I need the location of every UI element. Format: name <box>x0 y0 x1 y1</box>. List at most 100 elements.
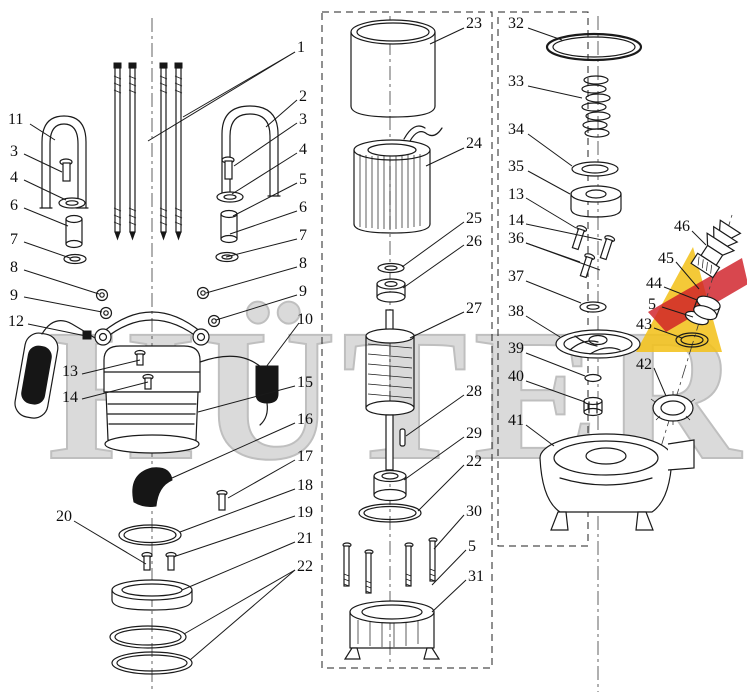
leader-line-44 <box>663 286 698 301</box>
callout-15: 15 <box>297 374 313 391</box>
part-screw <box>579 253 596 279</box>
part-mechanical-seal <box>570 185 622 218</box>
part-screw <box>59 158 73 182</box>
leader-line-11 <box>29 123 56 141</box>
part-gasket-ring <box>675 332 709 348</box>
part-outlet-adapter <box>684 295 721 326</box>
leader-line-39 <box>525 352 586 377</box>
part-cable-gland <box>132 467 173 507</box>
leader-line-35 <box>527 170 571 195</box>
callout-19: 19 <box>297 504 313 521</box>
callout-32: 32 <box>508 15 524 32</box>
leader-line-45 <box>675 261 700 290</box>
part-power-cable <box>199 355 279 426</box>
callout-5: 5 <box>299 171 307 188</box>
leader-line-22 <box>189 569 296 661</box>
part-screw <box>599 235 616 261</box>
part-o-ring <box>118 524 182 546</box>
part-pump-body <box>104 391 200 454</box>
leader-line-19 <box>175 515 296 557</box>
part-tie-bolt <box>159 62 168 241</box>
leader-line-15 <box>197 385 296 413</box>
callout-30: 30 <box>466 503 482 520</box>
part-tie-bolt <box>128 62 137 241</box>
callout-17: 17 <box>297 448 313 465</box>
callout-33: 33 <box>508 73 524 90</box>
leader-line-3 <box>23 153 63 173</box>
callout-10: 10 <box>297 311 313 328</box>
leader-line-21 <box>181 541 296 591</box>
callout-14: 14 <box>508 212 524 229</box>
part-washer <box>216 191 244 203</box>
callout-43: 43 <box>636 316 652 333</box>
part-tie-bolt <box>174 62 183 241</box>
callout-8: 8 <box>10 259 18 276</box>
part-ring-nut <box>650 391 696 425</box>
leader-line-5 <box>431 549 467 586</box>
callout-12: 12 <box>8 313 24 330</box>
callout-7: 7 <box>299 227 307 244</box>
leader-line-13 <box>81 359 141 375</box>
leader-line-9 <box>23 296 103 313</box>
part-seal-ring <box>579 301 607 313</box>
callout-31: 31 <box>468 568 484 585</box>
callout-24: 24 <box>466 135 482 152</box>
part-stator <box>353 125 443 234</box>
callout-4: 4 <box>299 141 307 158</box>
leader-line-1 <box>147 51 296 142</box>
leader-line-22 <box>417 464 465 512</box>
callout-13: 13 <box>62 363 78 380</box>
leader-line-7 <box>225 238 298 258</box>
leader-line-2 <box>265 99 298 128</box>
callout-42: 42 <box>636 356 652 373</box>
leader-line-6 <box>23 207 69 227</box>
part-tie-bolt <box>113 62 122 241</box>
part-spring <box>581 75 611 138</box>
part-sleeve <box>65 214 83 249</box>
part-suction-base <box>343 600 441 660</box>
callout-6: 6 <box>10 197 18 214</box>
leader-line-14 <box>81 381 149 400</box>
leader-line-8 <box>205 266 298 294</box>
part-hose-connector <box>690 219 742 279</box>
leader-line-41 <box>525 424 555 447</box>
leader-line-38 <box>525 315 561 338</box>
callout-5: 5 <box>648 296 656 313</box>
part-outer-casing <box>350 19 436 118</box>
leader-line-7 <box>23 241 71 259</box>
leader-line-30 <box>433 514 465 550</box>
part-o-ring <box>109 625 193 675</box>
leader-line-20 <box>73 520 147 565</box>
leader-line-12 <box>27 323 87 337</box>
part-o-ring <box>358 503 422 523</box>
callout-26: 26 <box>466 233 482 250</box>
leader-line-24 <box>425 147 465 167</box>
callout-2: 2 <box>299 88 307 105</box>
dashed-box-motor-group <box>321 11 493 669</box>
part-large-o-ring <box>545 32 643 62</box>
watermark-red-stripe <box>648 258 747 332</box>
callout-46: 46 <box>674 218 690 235</box>
leader-line-46 <box>691 230 707 246</box>
leader-line-9 <box>215 294 298 321</box>
leader-line-10 <box>265 322 300 368</box>
part-top-cover <box>103 345 201 393</box>
leader-line-13 <box>525 197 577 229</box>
part-volute-casing <box>539 433 695 531</box>
leader-line-36 <box>525 242 601 271</box>
leader-line-25 <box>401 221 465 268</box>
leader-line-27 <box>409 311 465 339</box>
part-impeller <box>555 329 641 359</box>
part-screw <box>216 489 228 511</box>
callout-22: 22 <box>297 558 313 575</box>
callout-44: 44 <box>646 275 662 292</box>
callout-18: 18 <box>297 477 313 494</box>
part-small-ring <box>95 286 221 328</box>
callout-21: 21 <box>297 530 313 547</box>
part-screw <box>571 225 588 251</box>
leader-line-17 <box>227 459 296 499</box>
callout-16: 16 <box>297 411 313 428</box>
part-long-screw <box>342 537 438 594</box>
part-thrust-washer <box>377 262 405 274</box>
